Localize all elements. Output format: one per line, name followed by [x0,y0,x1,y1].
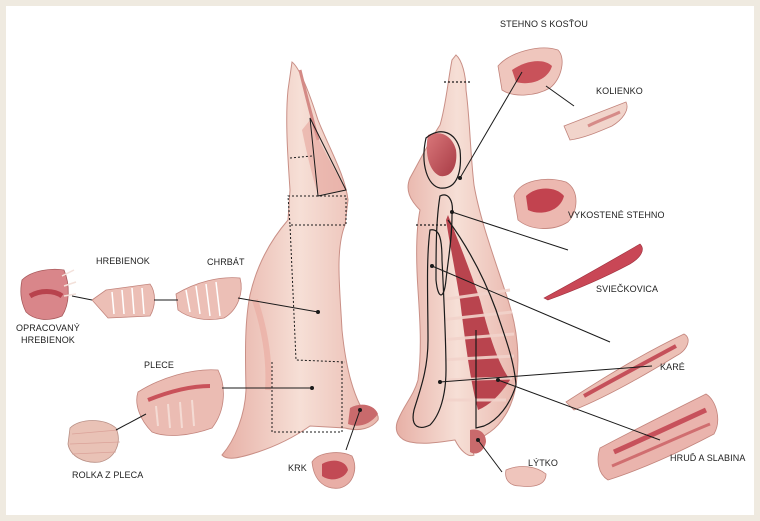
carcass-outer-side [221,61,379,459]
label-rolka-z-pleca: ROLKA Z PLECA [72,470,143,480]
breast-flank-image [597,393,719,481]
leader-dots [310,176,500,442]
label-chrbat: CHRBÁT [207,257,245,267]
tenderloin-image [543,243,643,301]
leader-lines [71,71,661,473]
cut-pictures [20,47,719,489]
label-hrebienok: HREBIENOK [96,256,150,266]
label-stehno-s-kostou: STEHNO S KOSŤOU [500,19,588,29]
label-kolienko: KOLIENKO [596,86,643,96]
label-vykostene-stehno: VYKOSTENÉ STEHNO [568,210,665,220]
label-plece: PLECE [144,360,174,370]
shoulder-roll-image [67,420,119,463]
label-opracovany: OPRACOVANÝ [16,323,80,333]
label-krk: KRK [288,463,307,473]
label-opracovany-hrebienok: HREBIENOK [21,335,75,345]
shank-image [505,466,547,487]
cut-labels: STEHNO S KOSŤOU KOLIENKO VYKOSTENÉ STEHN… [16,19,745,480]
carcass-inner-side [395,54,519,457]
outer-cut-lines [271,117,347,433]
saddle-image [175,277,242,320]
label-kare: KARÉ [660,362,685,372]
label-lytko: LÝTKO [528,458,558,468]
label-hrud-a-slabina: HRUĎ A SLABINA [670,453,745,463]
label-svieckovica: SVIEČKOVICA [596,284,658,294]
inner-cut-lines [412,81,517,429]
trimmed-rack-image [20,268,69,320]
